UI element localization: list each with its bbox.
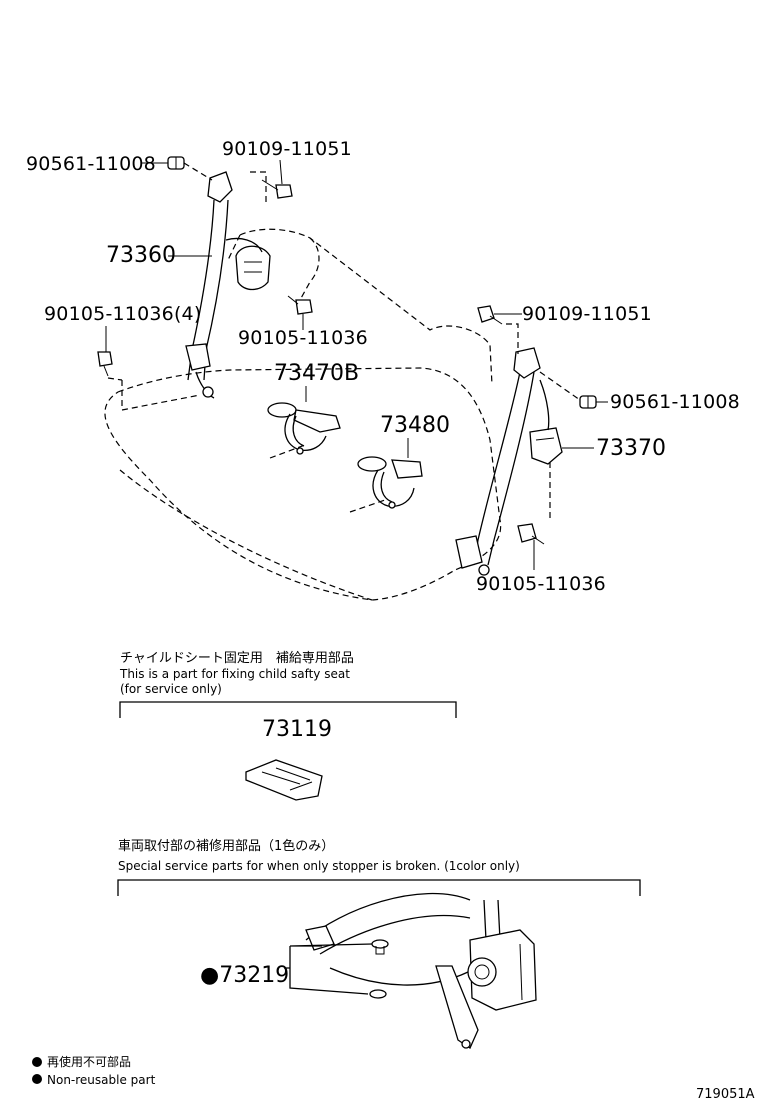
child-seat-anchor-plate-icon: [245, 759, 323, 801]
label-73219: ●73219: [200, 963, 289, 988]
label-90109-11051-right: 90109-11051: [522, 303, 652, 325]
bolt-90105-mid-icon: [287, 295, 313, 315]
legend: 再使用不可部品 Non-reusable part: [32, 1054, 156, 1087]
nut-90561-right-icon: [579, 395, 597, 409]
figure-id: 719051A: [696, 1087, 755, 1102]
retractor-icon: [467, 899, 537, 1011]
belt-webbing-icon: [305, 892, 479, 1049]
label-73470b: 73470B: [274, 361, 359, 386]
stopper-section: 車両取付部の補修用部品（1色のみ） Special service parts …: [117, 838, 641, 1049]
label-73480: 73480: [380, 413, 450, 438]
label-73360: 73360: [106, 243, 176, 268]
label-73370: 73370: [596, 436, 666, 461]
non-reusable-dot-icon: [32, 1074, 42, 1084]
non-reusable-dot-icon: [32, 1057, 42, 1067]
child-seat-section: チャイルドシート固定用 補給専用部品 This is a part for fi…: [119, 651, 457, 801]
legend-ja: 再使用不可部品: [47, 1054, 131, 1069]
right-seatbelt-assembly: [455, 347, 563, 576]
label-90105-11036-bottom: 90105-11036: [476, 573, 606, 595]
bolt-90109-top-icon: [261, 179, 293, 199]
label-90105-11036-mid: 90105-11036: [238, 327, 368, 349]
buckle-73480: [357, 456, 423, 509]
bolt-90105-bottom-icon: [517, 523, 545, 545]
stopper-note-ja: 車両取付部の補修用部品（1色のみ）: [118, 838, 334, 854]
legend-en: Non-reusable part: [47, 1073, 156, 1087]
label-73119: 73119: [262, 717, 332, 742]
bolt-90105-4-icon: [97, 351, 113, 377]
nut-90561-left-icon: [167, 156, 185, 170]
buckle-73470b: [267, 402, 341, 455]
stopper-note-en: Special service parts for when only stop…: [118, 859, 520, 873]
stopper-button-icon: [369, 939, 389, 999]
label-90105-11036-4: 90105-11036(4): [44, 303, 201, 325]
label-90561-11008-left: 90561-11008: [26, 153, 156, 175]
left-seatbelt-assembly: [185, 171, 271, 399]
bolt-90109-right-icon: [477, 305, 503, 325]
child-seat-note-ja: チャイルドシート固定用 補給専用部品: [120, 651, 354, 666]
leader-lines: [105, 159, 608, 570]
child-seat-note-en-1: This is a part for fixing child safty se…: [119, 667, 350, 681]
label-90561-11008-right: 90561-11008: [610, 391, 740, 413]
child-seat-note-en-2: (for service only): [120, 682, 222, 696]
label-90109-11051-top: 90109-11051: [222, 138, 352, 160]
